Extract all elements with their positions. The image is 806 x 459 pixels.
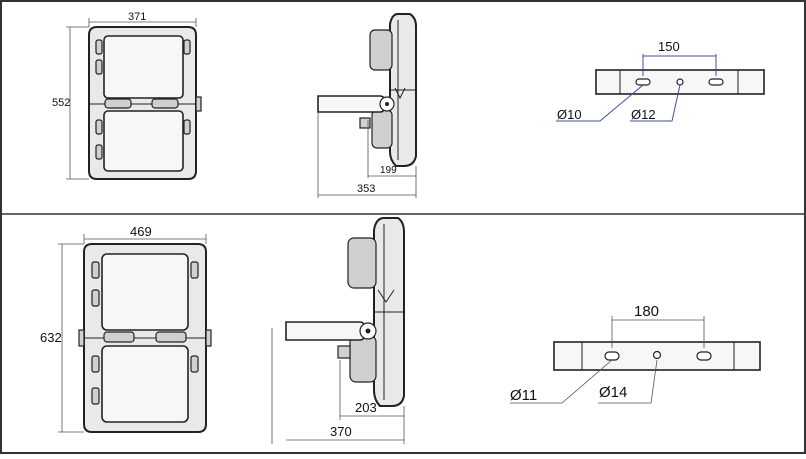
bottom-side-bracket-depth-label: 203 — [355, 400, 377, 415]
top-bracket-detail: 150 Ø10 Ø12 — [556, 39, 765, 122]
top-front-clip — [95, 59, 103, 75]
bottom-front-view: 469 632 — [40, 224, 212, 433]
top-side-driver-lower — [371, 109, 393, 149]
bottom-side-total-depth-label: 370 — [330, 424, 352, 439]
top-side-gland — [359, 117, 371, 129]
bottom-front-hinge — [155, 331, 187, 343]
top-bracket-slot-left — [635, 78, 651, 86]
bottom-bracket-center-hole — [652, 350, 662, 360]
bottom-side-mount-arm — [285, 321, 365, 341]
top-front-clip — [95, 39, 103, 55]
bottom-bracket-slot-label: Ø11 — [510, 387, 537, 404]
top-front-view: 371 552 — [52, 11, 202, 180]
bottom-bracket-slot-leader — [510, 359, 613, 404]
bottom-side-driver-upper — [347, 237, 377, 289]
top-bracket-slot-right — [708, 78, 724, 86]
top-front-clip — [95, 144, 103, 160]
bottom-front-hinge — [103, 331, 135, 343]
bottom-bracket-spacing-label: 180 — [634, 303, 659, 320]
bottom-bracket-slot-left — [604, 351, 620, 361]
top-front-clip — [183, 39, 191, 55]
top-side-v-mark — [394, 87, 406, 100]
top-front-lens-upper — [103, 35, 184, 99]
top-bracket-center-hole — [676, 78, 684, 86]
bottom-bracket-detail: 180 Ø11 Ø14 — [510, 303, 761, 404]
top-front-clip — [95, 119, 103, 135]
bottom-bracket-hole-leader — [598, 359, 658, 404]
top-bracket-slot-leader — [556, 84, 644, 122]
top-side-mount-arm — [317, 95, 385, 113]
bottom-bracket-hole-label: Ø14 — [599, 384, 627, 401]
top-side-view: 199 353 — [317, 13, 417, 198]
bottom-front-lens-upper — [101, 253, 189, 331]
bottom-bracket-slot-right — [696, 351, 712, 361]
top-bracket-spacing-label: 150 — [658, 39, 680, 54]
bottom-side-gland — [337, 345, 351, 359]
top-front-bracket-stub — [195, 96, 202, 112]
bottom-side-v-mark — [377, 289, 395, 303]
top-front-height-label: 552 — [52, 97, 70, 109]
bottom-front-lens-lower — [101, 345, 189, 423]
top-side-total-depth-label: 353 — [357, 183, 375, 195]
top-bracket-hole-label: Ø12 — [631, 107, 656, 122]
top-front-hinge — [151, 98, 179, 109]
top-bracket-hole-leader — [630, 84, 681, 122]
top-front-clip — [183, 119, 191, 135]
top-side-bracket-depth-label: 199 — [380, 165, 397, 176]
bottom-side-driver-lower — [349, 335, 377, 383]
top-front-hinge — [104, 98, 132, 109]
bottom-side-view: 203 370 — [271, 217, 405, 444]
top-bracket-slot-label: Ø10 — [557, 107, 582, 122]
top-front-lens-lower — [103, 110, 184, 172]
bottom-front-width-label: 469 — [130, 224, 152, 239]
top-front-width-label: 371 — [128, 11, 146, 23]
bottom-front-height-label: 632 — [40, 330, 62, 345]
top-side-driver-upper — [369, 29, 393, 71]
